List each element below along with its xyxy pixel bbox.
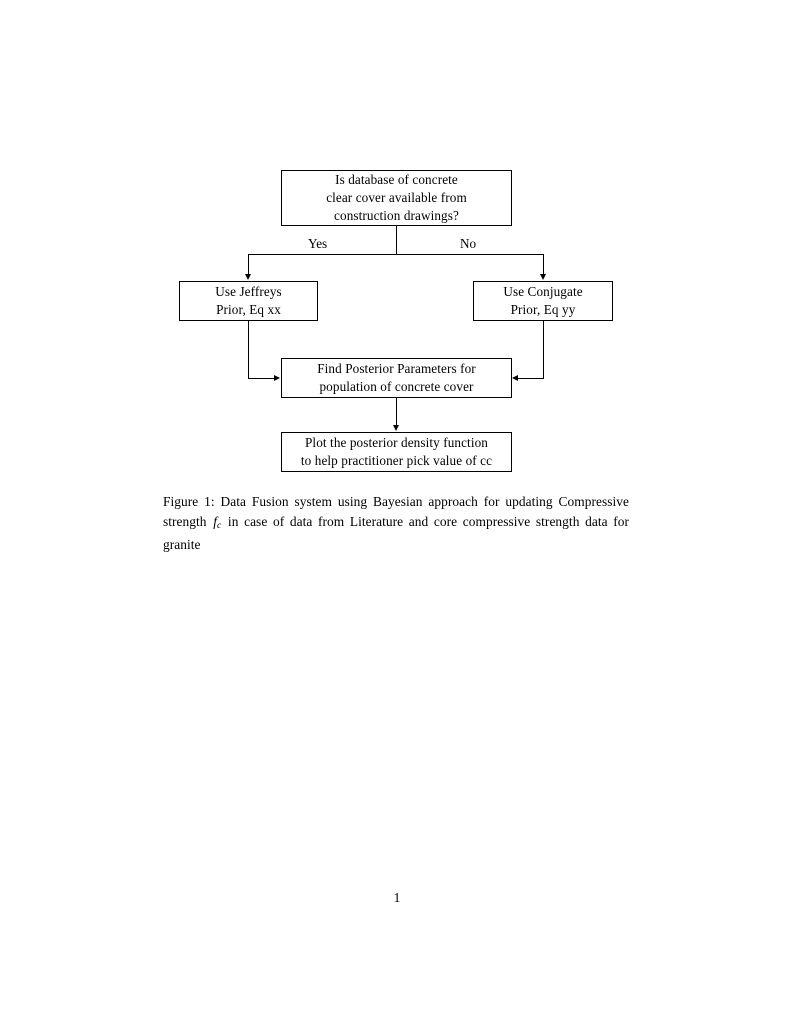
flowchart-node-posterior: Find Posterior Parameters for population… xyxy=(281,358,512,398)
branch-label-yes: Yes xyxy=(305,236,331,251)
jeffreys-line-2: Prior, Eq xx xyxy=(216,302,281,317)
arrowhead-into-conjugate xyxy=(539,274,546,280)
connector-jeffreys-right xyxy=(248,378,275,379)
connector-posterior-to-plot xyxy=(396,398,397,426)
branch-label-no: No xyxy=(457,236,480,251)
caption-symbol-base: f xyxy=(213,513,217,529)
decision-line-2: clear cover available from xyxy=(326,190,467,205)
caption-math-symbol: fc xyxy=(212,513,222,531)
connector-conjugate-left xyxy=(518,378,544,379)
arrowhead-into-plot xyxy=(392,425,399,431)
caption-text-part-1: Data Fusion system using Bayesian approa… xyxy=(163,494,629,529)
connector-split-bar xyxy=(248,254,544,255)
arrowhead-into-jeffreys xyxy=(244,274,251,280)
figure-caption: Figure 1: Data Fusion system using Bayes… xyxy=(163,492,629,555)
posterior-line-2: population of concrete cover xyxy=(319,379,474,394)
caption-symbol-subscript: c xyxy=(216,519,222,531)
plot-line-1: Plot the posterior density function xyxy=(305,435,488,450)
decision-line-1: Is database of concrete xyxy=(335,172,458,187)
flowchart-node-jeffreys: Use Jeffreys Prior, Eq xx xyxy=(179,281,318,321)
connector-conjugate-down xyxy=(543,321,544,379)
connector-no-drop xyxy=(543,254,544,275)
caption-label: Figure 1: xyxy=(163,494,215,509)
conjugate-line-2: Prior, Eq yy xyxy=(510,302,576,317)
posterior-line-1: Find Posterior Parameters for xyxy=(317,361,476,376)
flowchart-figure: Is database of concrete clear cover avai… xyxy=(0,0,794,490)
flowchart-node-decision: Is database of concrete clear cover avai… xyxy=(281,170,512,226)
jeffreys-line-1: Use Jeffreys xyxy=(215,284,282,299)
arrowhead-into-posterior-right xyxy=(512,374,518,381)
connector-yes-drop xyxy=(248,254,249,275)
flowchart-node-plot: Plot the posterior density function to h… xyxy=(281,432,512,472)
page-number: 1 xyxy=(393,890,401,905)
plot-line-2: to help practitioner pick value of cc xyxy=(300,453,493,468)
conjugate-line-1: Use Conjugate xyxy=(503,284,583,299)
decision-line-3: construction drawings? xyxy=(334,208,459,223)
flowchart-node-conjugate: Use Conjugate Prior, Eq yy xyxy=(473,281,613,321)
connector-decision-stem xyxy=(396,226,397,255)
arrowhead-into-posterior-left xyxy=(274,374,280,381)
connector-jeffreys-down xyxy=(248,321,249,379)
caption-text-part-2: in case of data from Literature and core… xyxy=(163,513,629,553)
